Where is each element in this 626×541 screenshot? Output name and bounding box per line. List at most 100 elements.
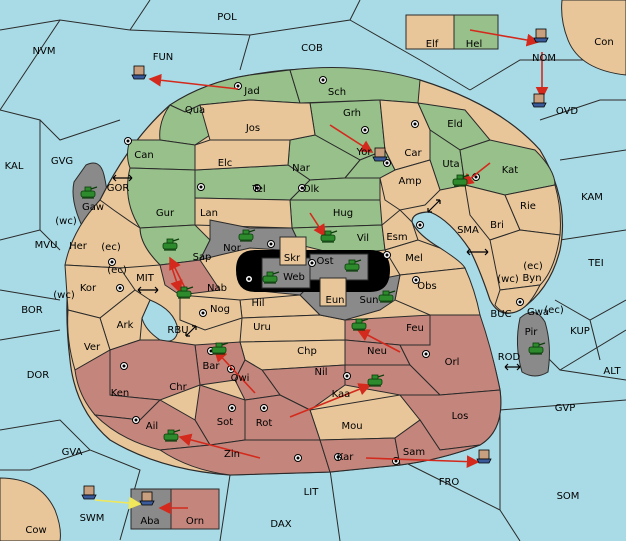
supply-center-dot — [199, 309, 207, 317]
territory-Sam[interactable] — [394, 419, 481, 466]
territory-Eun[interactable] — [319, 277, 347, 307]
label-Gaw: Gaw — [82, 202, 104, 213]
label-Web: Web — [283, 272, 305, 283]
army-unit-icon[interactable] — [162, 238, 180, 251]
order-Kar-FRO — [365, 455, 480, 468]
army-unit-icon[interactable] — [351, 318, 369, 331]
label-Byn: Byn — [522, 273, 541, 284]
territory-Cow[interactable] — [0, 477, 61, 541]
supply-center-dot — [422, 350, 430, 358]
label-ec3: (ec) — [107, 265, 127, 276]
label-Jad: Jad — [243, 86, 259, 97]
army-unit-icon[interactable] — [211, 342, 229, 355]
label-Mou: Mou — [341, 421, 362, 432]
territory-Qwi[interactable] — [234, 359, 281, 401]
label-OVD: OVD — [556, 106, 579, 117]
label-Uru: Uru — [253, 322, 271, 333]
territory-Esm[interactable] — [381, 209, 419, 251]
label-ec4: (ec) — [544, 305, 564, 316]
army-unit-icon[interactable] — [344, 259, 362, 272]
sea-connector-arrows — [112, 174, 521, 371]
supply-center-dot — [411, 120, 419, 128]
territory-Elf[interactable] — [405, 14, 455, 50]
supply-center-dot — [308, 259, 316, 267]
label-BOR: BOR — [21, 305, 43, 316]
supply-center-dot — [383, 251, 391, 259]
supply-centers — [108, 76, 524, 465]
label-Nog: Nog — [210, 304, 230, 315]
fleet-unit-icon[interactable] — [533, 28, 549, 43]
territory-Ken[interactable] — [74, 349, 162, 421]
territory-Zin[interactable] — [158, 439, 331, 476]
territory-Gur[interactable] — [127, 167, 196, 229]
label-Nab: Nab — [207, 283, 227, 294]
label-Feu: Feu — [406, 323, 424, 334]
label-Ark: Ark — [117, 320, 134, 331]
label-Elc: Elc — [218, 158, 233, 169]
army-unit-icon[interactable] — [528, 342, 546, 355]
fleet-unit-icon[interactable] — [476, 449, 492, 464]
order-SWM-Aba-support — [94, 496, 142, 510]
territory-Orl[interactable] — [399, 314, 501, 396]
supply-center-dot — [108, 258, 116, 266]
supply-center-dot — [294, 454, 302, 462]
label-Eun: Eun — [326, 295, 345, 306]
label-Cow: Cow — [25, 525, 46, 536]
army-unit-icon[interactable] — [378, 290, 396, 303]
order-Jad-FUN — [148, 73, 239, 90]
order-Zin-Ail — [178, 433, 261, 459]
label-Her: Her — [69, 241, 88, 252]
label-Sap: Sap — [193, 252, 212, 263]
label-Hil: Hil — [251, 298, 264, 309]
army-unit-icon[interactable] — [176, 286, 194, 299]
label-Ail: Ail — [146, 421, 158, 432]
territory-Her[interactable] — [64, 199, 162, 269]
label-Hug: Hug — [333, 208, 353, 219]
army-unit-icon[interactable] — [452, 174, 470, 187]
territory-Amp[interactable] — [379, 159, 441, 211]
army-unit-icon[interactable] — [367, 374, 385, 387]
label-DOR: DOR — [27, 370, 50, 381]
label-FUN: FUN — [153, 52, 174, 63]
label-Can: Can — [134, 150, 153, 161]
label-Orl: Orl — [445, 357, 460, 368]
territory-Elc[interactable] — [194, 139, 291, 171]
label-Mel: Mel — [405, 253, 423, 264]
label-Chp: Chp — [297, 346, 317, 357]
label-KAL: KAL — [5, 161, 24, 172]
sea-RBU-inlet — [141, 299, 179, 342]
label-wc3: (wc) — [497, 274, 519, 285]
territory-Nog[interactable] — [179, 294, 243, 331]
supply-center-dot — [124, 137, 132, 145]
territory-Orn[interactable] — [170, 488, 220, 530]
territory-Hel[interactable] — [453, 14, 499, 50]
label-KUP: KUP — [570, 326, 590, 337]
label-GVP: GVP — [555, 403, 576, 414]
label-SMA: SMA — [457, 225, 479, 236]
army-unit-icon[interactable] — [80, 186, 98, 199]
army-unit-icon[interactable] — [163, 429, 181, 442]
label-Gwa: Gwa — [527, 307, 549, 318]
territory-Con[interactable] — [561, 0, 626, 76]
label-Car: Car — [404, 148, 422, 159]
army-unit-icon[interactable] — [238, 229, 256, 242]
fleet-unit-icon[interactable] — [81, 485, 97, 500]
label-DAX: DAX — [270, 519, 291, 530]
label-Con: Con — [594, 37, 613, 48]
fleet-unit-icon[interactable] — [131, 65, 147, 80]
label-POL: POL — [217, 12, 237, 23]
fleet-unit-icon[interactable] — [531, 93, 547, 108]
supply-center-dot — [197, 183, 205, 191]
label-Orn: Orn — [186, 516, 204, 527]
supply-center-dot — [132, 416, 140, 424]
territory-Jos[interactable] — [199, 99, 316, 141]
label-Ken: Ken — [111, 388, 130, 399]
label-KAM: KAM — [581, 192, 603, 203]
fleet-unit-icon[interactable] — [372, 147, 388, 162]
army-unit-icon[interactable] — [320, 230, 338, 243]
fleet-unit-icon[interactable] — [139, 491, 155, 506]
army-unit-icon[interactable] — [262, 271, 280, 284]
territory-Skr[interactable] — [279, 236, 307, 266]
